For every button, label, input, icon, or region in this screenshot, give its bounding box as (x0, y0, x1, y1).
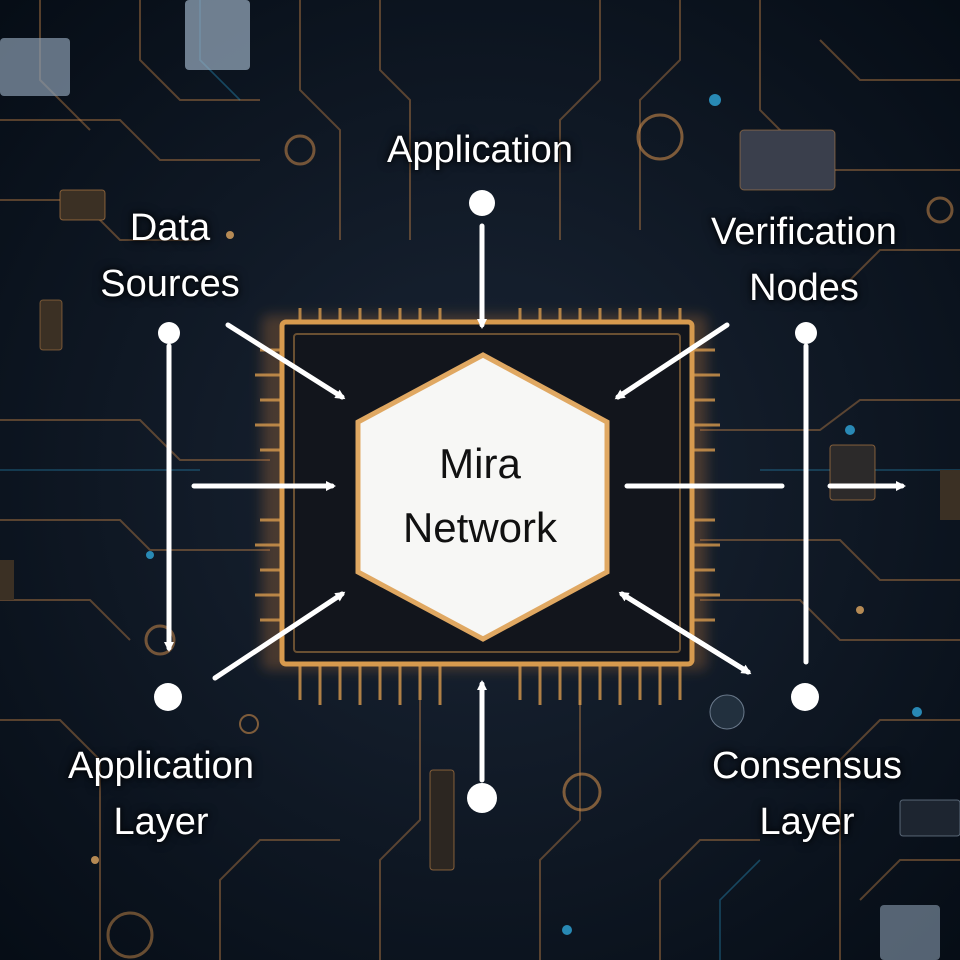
mira-network-line1: Mira (439, 440, 521, 487)
consensus-layer-line1: Consensus (711, 745, 903, 787)
consensus-layer-line2: Layer (759, 801, 855, 843)
verification-nodes-line2: Nodes (749, 267, 859, 309)
arrow-verification-to-center (614, 322, 730, 400)
verification-nodes-line1: Verification (711, 211, 897, 253)
dot-verification-nodes (795, 322, 817, 344)
dot-application (469, 190, 495, 216)
consensus-layer-label: Consensus Layer (680, 738, 934, 850)
data-sources-label: Data Sources (55, 200, 285, 312)
mira-network-line2: Network (402, 504, 558, 551)
application-label: Application (345, 122, 615, 178)
center-hexagon (355, 352, 610, 642)
application-layer-line2: Layer (113, 801, 209, 843)
dot-data-sources (158, 322, 180, 344)
application-line1: Application (387, 129, 573, 171)
arrow-data-sources-to-center (225, 322, 346, 400)
arrow-consensus-to-center (618, 591, 751, 675)
dot-bottom (467, 783, 497, 813)
connector-dots (154, 190, 819, 813)
arrow-application-layer-to-center (212, 591, 346, 681)
application-layer-line1: Application (68, 745, 254, 787)
mira-network-label: Mira Network (355, 432, 605, 560)
verification-nodes-label: Verification Nodes (670, 204, 938, 316)
dot-application-layer (154, 683, 182, 711)
data-sources-line2: Sources (100, 263, 240, 305)
dot-consensus-layer (791, 683, 819, 711)
application-layer-label: Application Layer (30, 738, 292, 850)
data-sources-line1: Data (129, 207, 211, 249)
connector-arrows (164, 223, 906, 783)
